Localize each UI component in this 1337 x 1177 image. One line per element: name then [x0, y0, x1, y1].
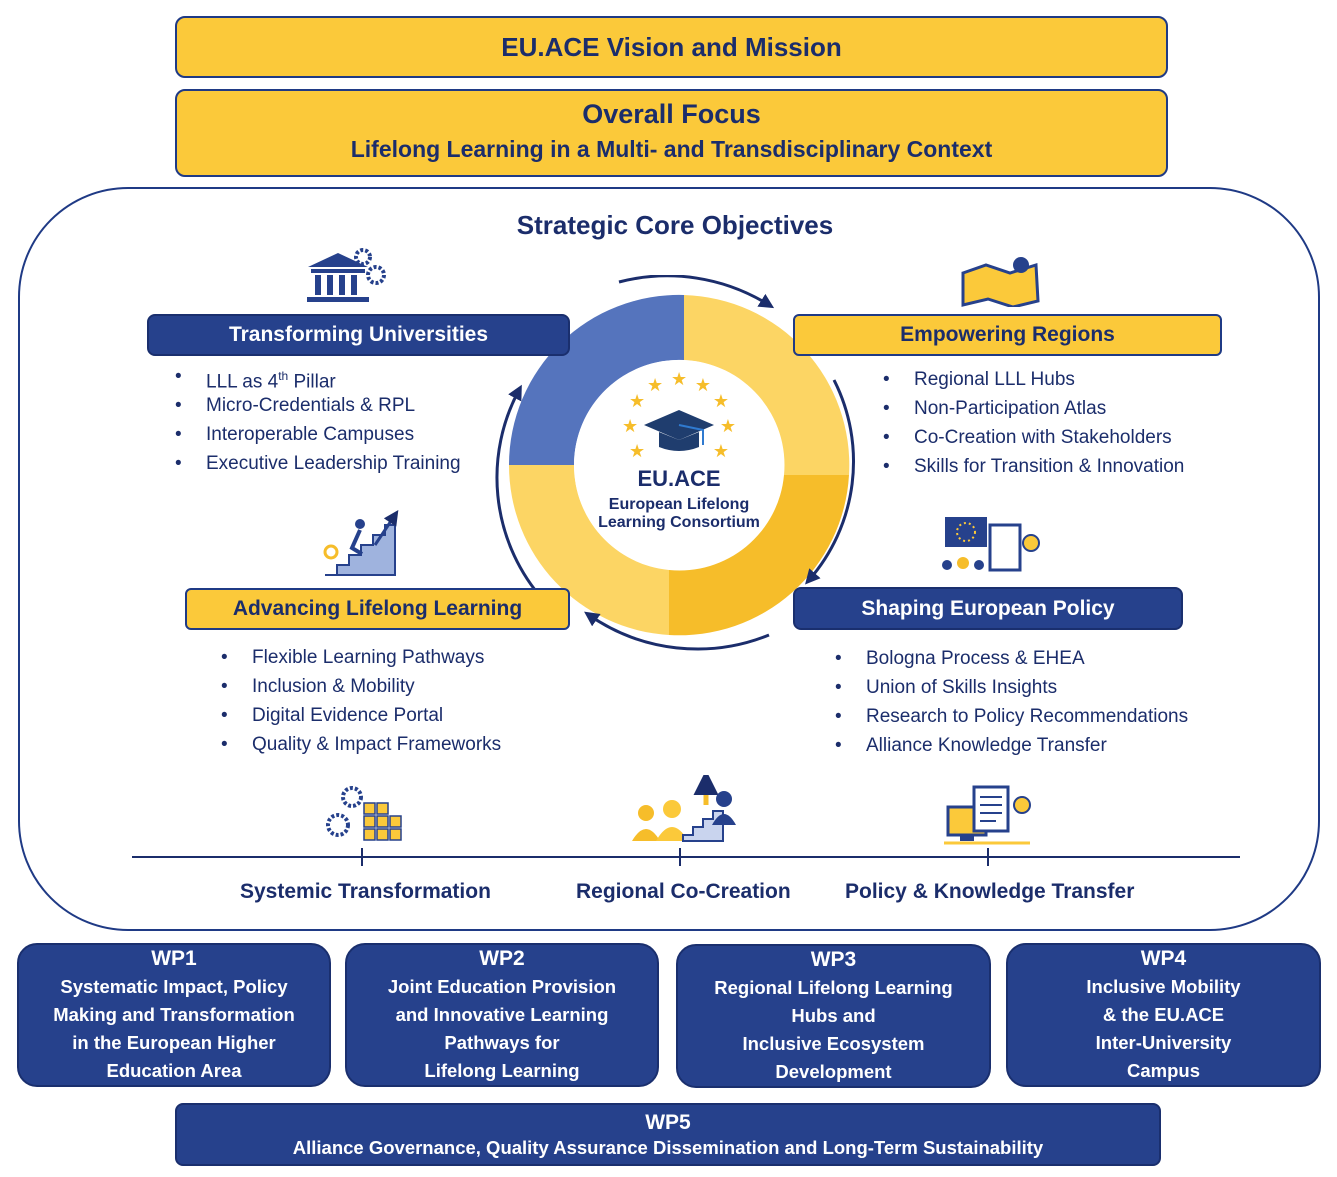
svg-text:★: ★: [671, 369, 687, 389]
strategic-core-frame: [18, 187, 1320, 931]
wp-line: & the EU.ACE: [1102, 1004, 1225, 1025]
focus-title: Overall Focus: [582, 99, 761, 129]
pillar-policy-knowledge-transfer: Policy & Knowledge Transfer: [845, 880, 1135, 903]
cycle-arrow-left: [495, 384, 541, 596]
objective-list-lifelong: Flexible Learning Pathways Inclusion & M…: [221, 643, 501, 759]
wp-line: Inclusive Mobility: [1086, 976, 1241, 997]
wp3-box: WP3 Regional Lifelong Learning Hubs and …: [676, 944, 991, 1088]
cycle-arrow-bottom: [584, 611, 770, 651]
list-item: Alliance Knowledge Transfer: [835, 731, 1188, 760]
wp-line: Alliance Governance, Quality Assurance D…: [292, 1136, 1044, 1158]
cycle-arrow-right: [805, 379, 856, 585]
wp-line: Hubs and: [791, 1005, 876, 1026]
eu-stars-icon: ★★★ ★★★★ ★★: [622, 369, 736, 461]
vision-mission-banner: EU.ACE Vision and Mission: [175, 16, 1168, 78]
cycle-arrow-top: [618, 275, 775, 309]
center-title: EU.ACE: [637, 466, 721, 491]
segment-top-right: [684, 295, 850, 475]
list-item: Executive Leadership Training: [175, 449, 460, 478]
center-line2: Learning Consortium: [598, 514, 760, 531]
svg-text:★: ★: [629, 391, 645, 411]
list-item: LLL as 4th Pillar: [175, 362, 461, 392]
objective-shaping-european-policy: Shaping European Policy: [793, 587, 1183, 630]
wp-line: Education Area: [106, 1060, 242, 1081]
wp1-box: WP1 Systematic Impact, Policy Making and…: [17, 943, 331, 1087]
svg-text:★: ★: [695, 375, 711, 395]
wp-line: Inter-University: [1095, 1032, 1232, 1053]
wp-id: WP4: [1140, 947, 1187, 970]
segment-bottom-right: [669, 475, 849, 636]
pillar-systemic-transformation: Systemic Transformation: [240, 880, 491, 903]
segment-bottom-left: [508, 465, 669, 635]
knowledge-transfer-icon: [944, 785, 1031, 845]
list-item: Co-Creation with Stakeholders: [883, 423, 1184, 452]
list-item: Skills for Transition & Innovation: [883, 452, 1184, 481]
people-collaboration-icon: [632, 775, 736, 842]
list-item: Quality & Impact Frameworks: [221, 730, 501, 759]
svg-text:★: ★: [622, 416, 638, 436]
objective-advancing-lifelong-learning: Advancing Lifelong Learning: [185, 588, 570, 630]
wp-id: WP3: [810, 948, 857, 971]
svg-text:★: ★: [713, 441, 729, 461]
wp-line: Making and Transformation: [53, 1004, 295, 1025]
list-item: Digital Evidence Portal: [221, 701, 501, 730]
pillar-regional-co-creation: Regional Co-Creation: [576, 880, 791, 903]
university-gears-icon: [307, 248, 386, 302]
list-item: Regional LLL Hubs: [883, 365, 1184, 394]
wp-line: Lifelong Learning: [424, 1060, 580, 1081]
climbing-stairs-icon: [323, 510, 399, 576]
list-item: Interoperable Campuses: [175, 420, 461, 449]
objective-transforming-universities: Transforming Universities: [147, 314, 570, 356]
svg-text:★: ★: [720, 416, 736, 436]
pillar-axis-line: [132, 856, 1240, 858]
wp-line: in the European Higher: [72, 1032, 276, 1053]
gears-blocks-icon: [326, 786, 402, 841]
map-pin-icon: [961, 257, 1040, 307]
wp-id: WP1: [151, 947, 197, 970]
list-item: Flexible Learning Pathways: [221, 643, 501, 672]
wp-line: Development: [775, 1061, 892, 1082]
wp-line: and Innovative Learning: [395, 1004, 609, 1025]
overall-focus-banner: Overall Focus Lifelong Learning in a Mul…: [175, 89, 1168, 177]
focus-subtitle: Lifelong Learning in a Multi- and Transd…: [350, 136, 993, 162]
objective-list-policy: Bologna Process & EHEA Union of Skills I…: [835, 644, 1188, 760]
graduation-cap-icon: [644, 410, 714, 451]
list-item: Research to Policy Recommendations: [835, 702, 1188, 731]
svg-text:★: ★: [647, 375, 663, 395]
list-item: Inclusion & Mobility: [221, 672, 501, 701]
wp-id: WP2: [479, 947, 525, 970]
pillar-tick: [987, 848, 989, 866]
pillar-tick: [361, 848, 363, 866]
wp2-box: WP2 Joint Education Provision and Innova…: [345, 943, 659, 1087]
wp4-box: WP4 Inclusive Mobility & the EU.ACE Inte…: [1006, 943, 1321, 1087]
list-item: Union of Skills Insights: [835, 673, 1188, 702]
wp-line: Pathways for: [444, 1032, 560, 1053]
wp5-box: WP5 Alliance Governance, Quality Assuran…: [175, 1103, 1161, 1166]
wp-line: Systematic Impact, Policy: [60, 976, 288, 997]
objective-list-universities: LLL as 4th Pillar Micro-Credentials & RP…: [175, 362, 461, 478]
svg-text:★: ★: [713, 391, 729, 411]
segment-top-left: [508, 294, 684, 465]
list-item: Micro-Credentials & RPL: [175, 391, 461, 420]
wp-line: Regional Lifelong Learning: [714, 977, 953, 998]
core-title: Strategic Core Objectives: [516, 210, 834, 240]
center-line1: European Lifelong: [608, 496, 750, 513]
wp-line: Inclusive Ecosystem: [742, 1033, 925, 1054]
svg-text:★: ★: [629, 441, 645, 461]
center-logo-text: EU.ACE European Lifelong Learning Consor…: [579, 466, 779, 532]
eu-policy-icon: [942, 517, 1040, 572]
list-item: Bologna Process & EHEA: [835, 644, 1188, 673]
cycle-diagram: ★★★ ★★★★ ★★: [495, 275, 856, 651]
objective-list-regions: Regional LLL Hubs Non-Participation Atla…: [883, 365, 1184, 481]
wp-line: Campus: [1127, 1060, 1200, 1081]
objective-empowering-regions: Empowering Regions: [793, 314, 1222, 356]
wp-id: WP5: [645, 1110, 691, 1134]
wp-line: Joint Education Provision: [387, 976, 617, 997]
pillar-tick: [679, 848, 681, 866]
list-item: Non-Participation Atlas: [883, 394, 1184, 423]
